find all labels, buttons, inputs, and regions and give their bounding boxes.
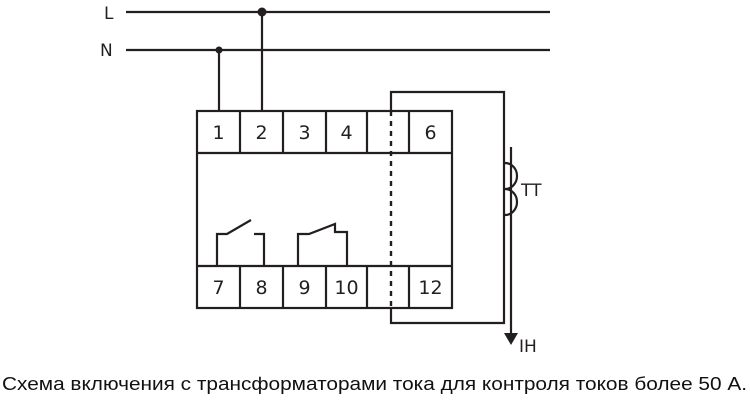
contact-2: [296, 222, 349, 266]
arrow-down-icon: [504, 333, 518, 345]
terminal-label: 10: [334, 277, 358, 299]
terminal-row-bottom: 7 8 9 10 12: [212, 277, 442, 299]
ct-secondary-loop: [389, 90, 506, 325]
line-label-l: L: [104, 4, 114, 24]
terminal-label: 1: [212, 122, 224, 144]
caption: Схема включения с трансформаторами тока …: [2, 374, 747, 394]
ct-label: TT: [520, 181, 542, 201]
relay-body: [195, 109, 454, 310]
contact-1-moving: [215, 219, 252, 266]
ct-coil-icon: [504, 161, 519, 217]
terminal-label: 12: [418, 277, 442, 299]
terminal-label: 8: [255, 277, 267, 299]
terminal-label: 3: [298, 122, 310, 144]
terminal-label: 7: [212, 277, 224, 299]
terminal-label: 4: [340, 122, 352, 144]
terminal-row-top: 1 2 3 4 6: [212, 122, 436, 144]
terminal-label: 6: [424, 122, 436, 144]
contact-1-fixed: [254, 232, 266, 266]
terminal-label: 9: [298, 277, 310, 299]
terminal-label: 2: [255, 122, 267, 144]
line-label-n: N: [100, 41, 113, 61]
load-current-label: IH: [519, 337, 537, 357]
